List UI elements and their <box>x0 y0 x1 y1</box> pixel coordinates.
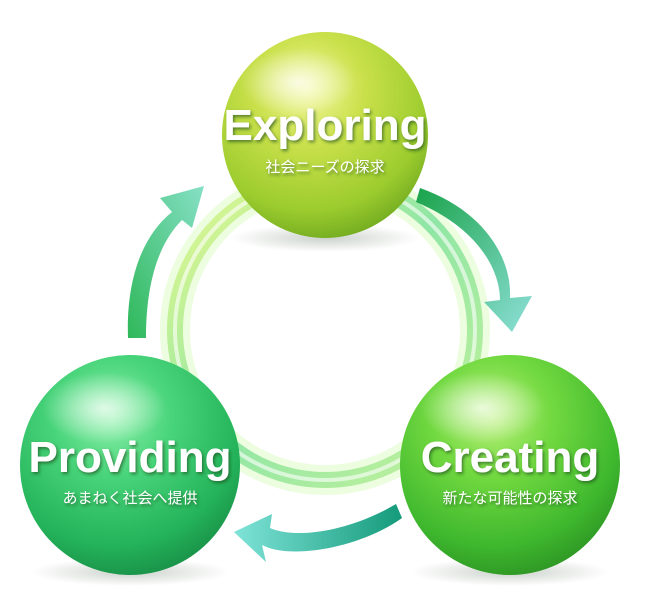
exploring-node: Exploring 社会ニーズの探求 <box>222 32 428 238</box>
arrow-creating-to-providing <box>234 504 402 562</box>
creating-sphere-highlight <box>420 372 544 444</box>
arrow-providing-to-exploring <box>127 186 204 338</box>
creating-node: Creating 新たな可能性の探求 <box>400 355 620 575</box>
providing-subtitle: あまねく社会へ提供 <box>62 489 197 507</box>
exploring-title: Exploring <box>224 101 427 150</box>
providing-node: Providing あまねく社会へ提供 <box>20 355 240 575</box>
providing-title: Providing <box>29 433 232 482</box>
exploring-subtitle: 社会ニーズの探求 <box>265 158 384 176</box>
creating-title: Creating <box>421 433 599 482</box>
creating-subtitle: 新たな可能性の探求 <box>442 489 577 507</box>
arrow-exploring-to-creating <box>416 188 532 332</box>
providing-sphere-highlight <box>42 372 166 444</box>
exploring-sphere-highlight <box>240 48 356 116</box>
